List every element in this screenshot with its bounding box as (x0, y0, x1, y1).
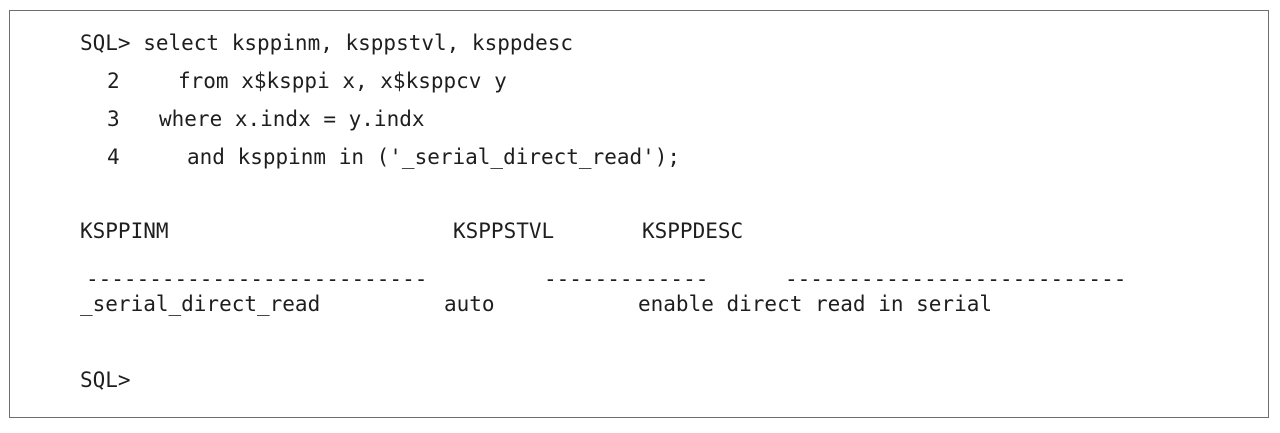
separator-ksppdesc: --------------------------- (785, 267, 1127, 291)
column-header-ksppstvl: KSPPSTVL (453, 219, 555, 243)
sql-prompt: SQL> (80, 368, 131, 392)
line-number-3: 3 (107, 107, 120, 131)
column-header-ksppdesc: KSPPDESC (642, 219, 744, 243)
output-panel: SQL> select ksppinm, ksppstvl, ksppdesc … (9, 10, 1269, 418)
cell-ksppinm: _serial_direct_read (80, 292, 321, 316)
sql-line-1: SQL> select ksppinm, ksppstvl, ksppdesc (80, 31, 574, 55)
separator-ksppinm: --------------------------- (86, 267, 428, 291)
sql-line-4: and ksppinm in ('_serial_direct_read'); (187, 145, 681, 169)
column-header-ksppinm: KSPPINM (80, 219, 169, 243)
line-number-4: 4 (107, 145, 120, 169)
cell-ksppstvl: auto (444, 292, 495, 316)
sql-line-2: from x$ksppi x, x$ksppcv y (178, 69, 507, 93)
line-number-2: 2 (107, 69, 120, 93)
separator-ksppstvl: ------------- (544, 267, 709, 291)
cell-ksppdesc: enable direct read in serial (638, 292, 993, 316)
sql-line-3: where x.indx = y.indx (159, 107, 425, 131)
